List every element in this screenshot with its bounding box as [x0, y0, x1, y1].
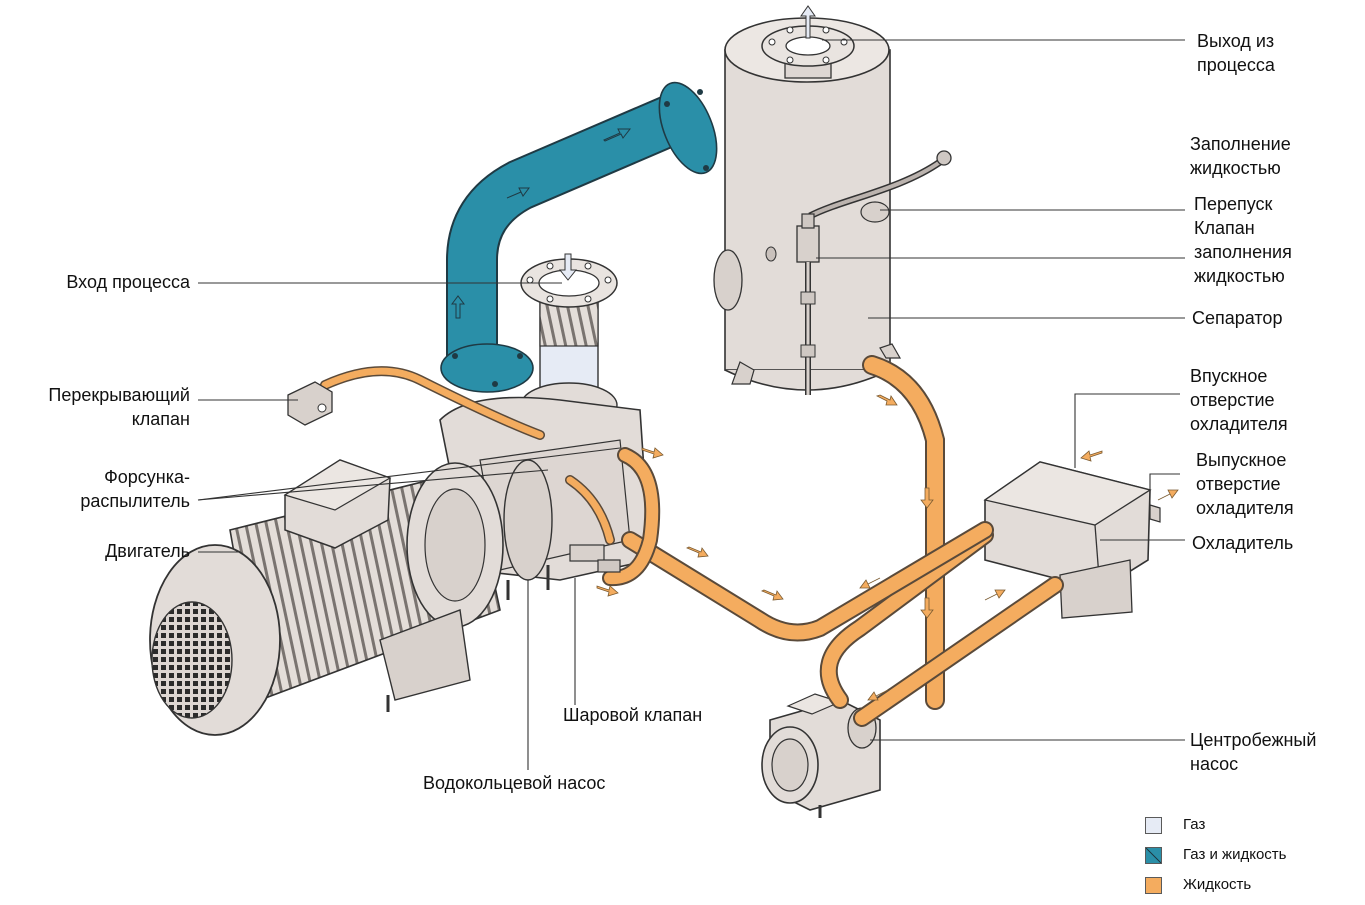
label-shutoff-valve-line1: Перекрывающий: [48, 385, 190, 405]
label-nozzle-line2: распылитель: [80, 491, 190, 511]
label-inlet: Вход процесса: [66, 272, 190, 292]
label-shutoff-valve: Перекрывающий клапан: [0, 383, 190, 431]
motor: [149, 459, 504, 736]
label-fill-valve: Клапан заполнения жидкостью: [1194, 216, 1292, 288]
liquid-swatch: [1145, 877, 1162, 894]
label-cooler-inlet-line2: отверстие: [1190, 390, 1275, 410]
label-outlet-line1: Выход из: [1197, 31, 1275, 51]
label-cooler-outlet: Выпускное отверстие охладителя: [1196, 448, 1294, 520]
label-cooler-outlet-line1: Выпускное: [1196, 450, 1287, 470]
cooler: [983, 461, 1161, 619]
label-nozzle: Форсунка- распылитель: [0, 465, 190, 513]
label-ball-valve: Шаровой клапан: [563, 705, 703, 725]
label-motor: Двигатель: [105, 541, 190, 561]
label-centrifugal-pump-line2: насос: [1190, 754, 1239, 774]
label-liquid-fill-line2: жидкостью: [1190, 158, 1281, 178]
label-separator: Сепаратор: [1192, 308, 1283, 328]
label-cooler-inlet: Впускное отверстие охладителя: [1190, 364, 1288, 436]
label-nozzle-line1: Форсунка-: [104, 467, 190, 487]
process-inlet: [520, 253, 618, 428]
legend-label-liquid: Жидкость: [1183, 876, 1252, 893]
gas-swatch: [1145, 817, 1162, 834]
legend-label-gas-liquid: Газ и жидкость: [1183, 846, 1287, 863]
label-liquid-fill-line1: Заполнение: [1190, 134, 1291, 154]
fill-line: [796, 150, 952, 395]
liquid-flow-arrows: [596, 394, 1179, 701]
legend-label-gas: Газ: [1183, 816, 1206, 833]
label-bypass: Перепуск: [1194, 194, 1273, 214]
label-cooler: Охладитель: [1192, 533, 1294, 553]
gas-liquid-pipe: [440, 81, 718, 393]
label-cooler-outlet-line2: отверстие: [1196, 474, 1281, 494]
ball-valve: [569, 544, 621, 573]
label-centrifugal-pump: Центробежный насос: [1190, 728, 1316, 776]
centrifugal-pump: [761, 693, 881, 818]
label-liquid-ring-pump: Водокольцевой насос: [423, 773, 606, 793]
label-fill-valve-line1: Клапан: [1194, 218, 1255, 238]
label-outlet-line2: процесса: [1197, 55, 1275, 75]
leader-lines: [197, 39, 1185, 770]
label-cooler-inlet-line3: охладителя: [1190, 414, 1288, 434]
label-liquid-fill: Заполнение жидкостью: [1190, 132, 1291, 180]
shutoff-valve: [287, 381, 333, 426]
gas-liquid-swatch: [1145, 847, 1162, 864]
label-cooler-inlet-line1: Впускное: [1190, 366, 1268, 386]
label-fill-valve-line3: жидкостью: [1194, 266, 1285, 286]
liquid-lines: [320, 355, 1064, 727]
label-cooler-outlet-line3: охладителя: [1196, 498, 1294, 518]
label-outlet: Выход из процесса: [1197, 29, 1275, 77]
outlet-flange: [761, 5, 855, 79]
label-centrifugal-pump-line1: Центробежный: [1190, 730, 1317, 750]
label-fill-valve-line2: заполнения: [1194, 242, 1292, 262]
label-shutoff-valve-line2: клапан: [131, 409, 190, 429]
